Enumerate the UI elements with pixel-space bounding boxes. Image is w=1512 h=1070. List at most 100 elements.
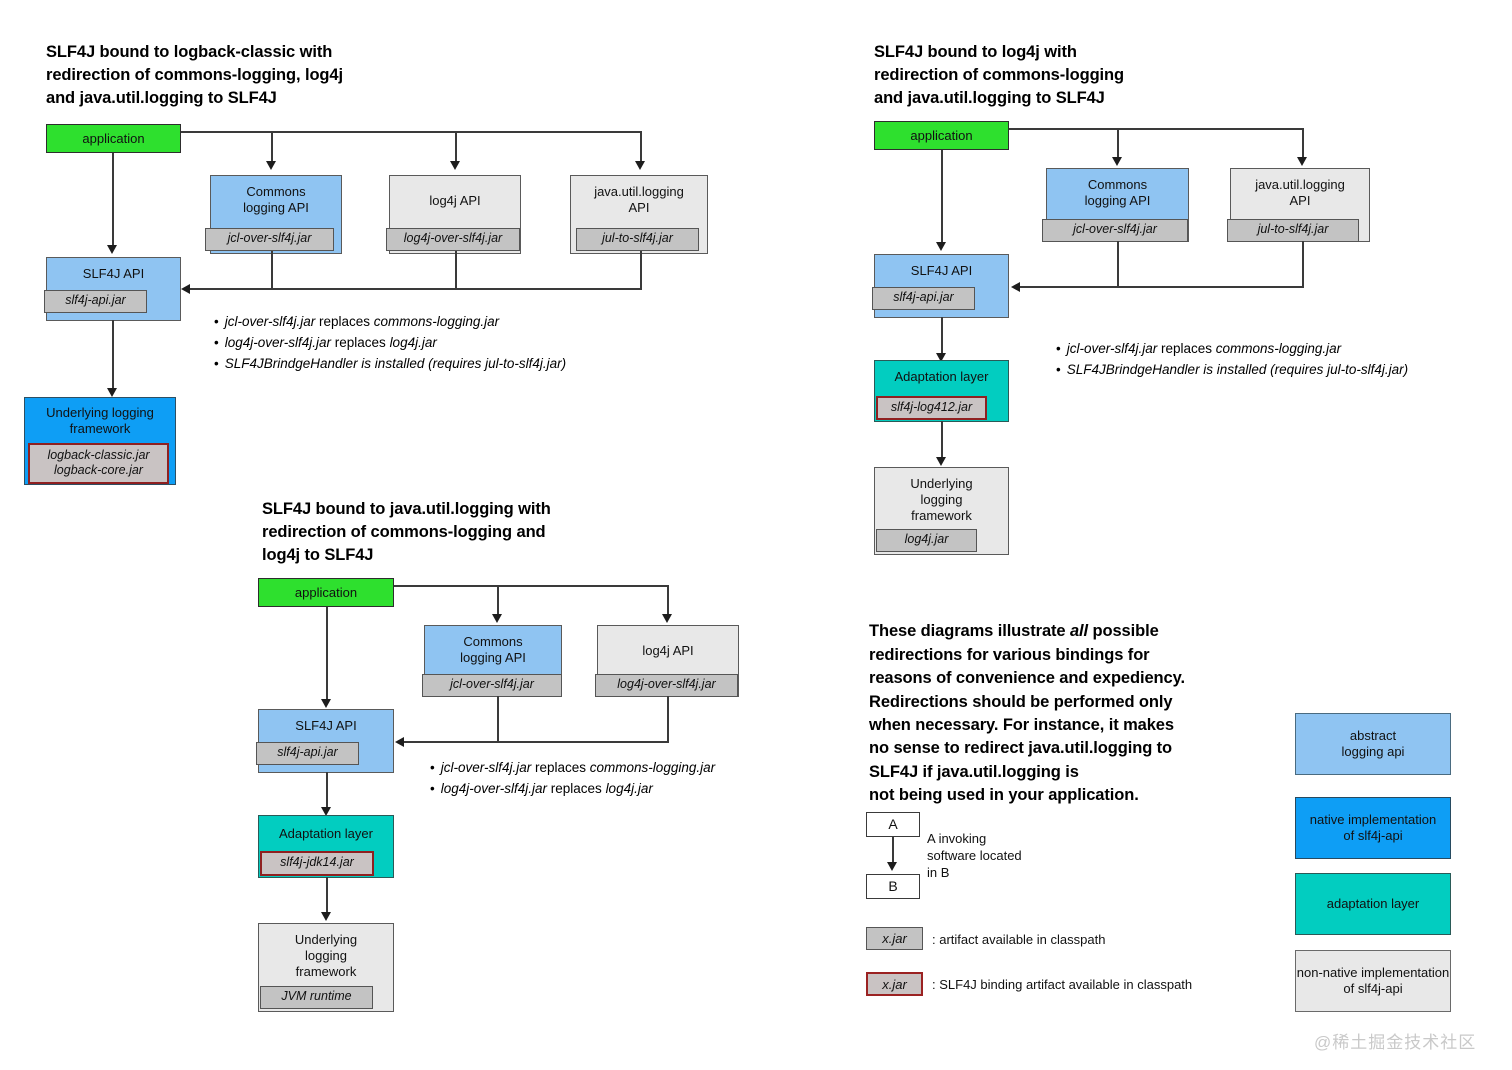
- d1-log4j-api-label: log4j API: [429, 193, 481, 208]
- legend-swatch-native-implementation: native implementation of slf4j-api: [1295, 797, 1451, 859]
- d1-drop-jul: [640, 131, 642, 163]
- d1-slf4j-api-label: SLF4J API: [82, 266, 145, 281]
- d3-return-log4j: [667, 696, 669, 742]
- d3-note-0: jcl-over-slf4j.jar replaces commons-logg…: [430, 757, 715, 778]
- d1-log4j-jar-chip: log4j-over-slf4j.jar: [386, 228, 520, 251]
- d3-bus-horizontal: [394, 585, 668, 587]
- watermark: @稀土掘金技术社区: [1314, 1033, 1477, 1052]
- d2-notes: jcl-over-slf4j.jar replaces commons-logg…: [1056, 338, 1408, 380]
- d1-slf4j-to-underlying-line: [112, 320, 114, 389]
- legend-jar-binding-description: : SLF4J binding artifact available in cl…: [932, 977, 1193, 992]
- d1-app-to-slf4j-arrow: [107, 245, 117, 254]
- d1-return-commons: [271, 251, 273, 289]
- d2-jul-jar-chip: jul-to-slf4j.jar: [1227, 219, 1359, 242]
- d1-return-bus: [190, 288, 642, 290]
- d3-note-1: log4j-over-slf4j.jar replaces log4j.jar: [430, 778, 715, 799]
- d1-bus-horizontal: [181, 131, 641, 133]
- d1-jul-api-label: java.util.logging API: [594, 184, 684, 215]
- d1-arrow-jul: [635, 161, 645, 170]
- d3-underlying-jar-chip: JVM runtime: [260, 986, 373, 1009]
- d2-adaptation-to-underlying-line: [941, 421, 943, 458]
- legend-arrow-line: [892, 837, 894, 867]
- d2-return-bus: [1020, 286, 1304, 288]
- d1-arrow-commons: [266, 161, 276, 170]
- d2-arrow-commons: [1112, 157, 1122, 166]
- d1-application-label: application: [82, 131, 145, 146]
- d2-bus-horizontal: [1009, 128, 1303, 130]
- d2-return-commons: [1117, 241, 1119, 287]
- d2-note-0: jcl-over-slf4j.jar replaces commons-logg…: [1056, 338, 1408, 359]
- d1-slf4j-jar-chip: slf4j-api.jar: [44, 290, 147, 313]
- d3-return-arrow: [395, 737, 404, 747]
- d1-note-1: log4j-over-slf4j.jar replaces log4j.jar: [214, 332, 566, 353]
- legend-jar-plain-description: : artifact available in classpath: [932, 932, 1106, 947]
- d3-notes: jcl-over-slf4j.jar replaces commons-logg…: [430, 757, 715, 799]
- d2-app-to-slf4j-arrow: [936, 242, 946, 251]
- d2-underlying-label: Underlying logging framework: [910, 476, 973, 523]
- d2-adaptation-label: Adaptation layer: [894, 369, 989, 384]
- d1-commons-logging-label: Commons logging API: [243, 184, 309, 215]
- d1-application-box[interactable]: application: [46, 124, 181, 153]
- legend-jar-binding: x.jar: [866, 972, 923, 996]
- d3-return-bus: [404, 741, 669, 743]
- legend-swatch-non-native-implementation: non-native implementation of slf4j-api: [1295, 950, 1451, 1012]
- d2-underlying-jar-chip: log4j.jar: [876, 529, 977, 552]
- legend-arrow-description: A invoking software located in B: [927, 831, 1022, 880]
- legend-arrow-head-icon: [887, 862, 897, 871]
- d1-jul-jar-chip: jul-to-slf4j.jar: [576, 228, 699, 251]
- legend-swatch-abstract-logging-api: abstract logging api: [1295, 713, 1451, 775]
- d1-notes: jcl-over-slf4j.jar replaces commons-logg…: [214, 311, 566, 374]
- d3-adaptation-to-underlying-line: [326, 877, 328, 913]
- d2-app-to-slf4j-line: [941, 150, 943, 243]
- d2-slf4j-api-label: SLF4J API: [910, 263, 973, 278]
- d3-arrow-commons: [492, 614, 502, 623]
- d3-drop-log4j: [667, 585, 669, 616]
- diagram1-title: SLF4J bound to logback-classic with redi…: [46, 43, 343, 107]
- d2-arrow-jul: [1297, 157, 1307, 166]
- d3-application-label: application: [294, 585, 358, 600]
- d3-drop-commons: [497, 585, 499, 616]
- d2-application-box[interactable]: application: [874, 121, 1009, 150]
- d3-log4j-jar-chip: log4j-over-slf4j.jar: [595, 674, 738, 697]
- d3-slf4j-jar-chip: slf4j-api.jar: [256, 742, 359, 765]
- d3-slf4j-to-adaptation-arrow: [321, 807, 331, 816]
- d3-log4j-api-label: log4j API: [642, 643, 694, 658]
- d3-slf4j-to-adaptation-line: [326, 772, 328, 808]
- legend-jar-plain: x.jar: [866, 927, 923, 950]
- d3-app-to-slf4j-line: [326, 607, 328, 700]
- d1-app-to-slf4j-line: [112, 153, 114, 246]
- d1-underlying-jar-chip: logback-classic.jar logback-core.jar: [28, 443, 169, 484]
- d3-arrow-log4j: [662, 614, 672, 623]
- d2-return-arrow: [1011, 282, 1020, 292]
- legend-box-a: A: [866, 812, 920, 837]
- d3-slf4j-api-label: SLF4J API: [295, 718, 357, 733]
- d2-application-label: application: [910, 128, 973, 143]
- d2-slf4j-to-adaptation-arrow: [936, 353, 946, 362]
- d3-adaptation-label: Adaptation layer: [279, 826, 373, 841]
- d1-slf4j-to-underlying-arrow: [107, 388, 117, 397]
- d3-adaptation-jar-chip: slf4j-jdk14.jar: [260, 851, 374, 876]
- d3-application-box[interactable]: application: [258, 578, 394, 607]
- d3-return-commons: [497, 696, 499, 742]
- d2-return-jul: [1302, 241, 1304, 287]
- d1-underlying-label: Underlying logging framework: [46, 405, 154, 436]
- legend-swatch-adaptation-layer: adaptation layer: [1295, 873, 1451, 935]
- d1-commons-jar-chip: jcl-over-slf4j.jar: [205, 228, 334, 251]
- d2-jul-api-label: java.util.logging API: [1255, 177, 1345, 208]
- d1-return-arrow: [181, 284, 190, 294]
- d1-arrow-log4j: [450, 161, 460, 170]
- d2-commons-logging-label: Commons logging API: [1084, 177, 1151, 208]
- d1-return-jul: [640, 251, 642, 289]
- diagram3-title: SLF4J bound to java.util.logging with re…: [262, 500, 551, 564]
- d2-note-1: SLF4JBrindgeHandler is installed (requir…: [1056, 359, 1408, 380]
- d1-note-2: SLF4JBrindgeHandler is installed (requir…: [214, 353, 566, 374]
- d3-commons-jar-chip: jcl-over-slf4j.jar: [422, 674, 562, 697]
- d2-adaptation-to-underlying-arrow: [936, 457, 946, 466]
- prose-part-2: possible redirections for various bindin…: [869, 622, 1185, 805]
- d1-return-log4j: [455, 251, 457, 289]
- d1-drop-log4j: [455, 131, 457, 163]
- d2-drop-commons: [1117, 128, 1119, 159]
- explanatory-paragraph: These diagrams illustrate all possible r…: [869, 597, 1289, 808]
- d2-commons-jar-chip: jcl-over-slf4j.jar: [1042, 219, 1188, 242]
